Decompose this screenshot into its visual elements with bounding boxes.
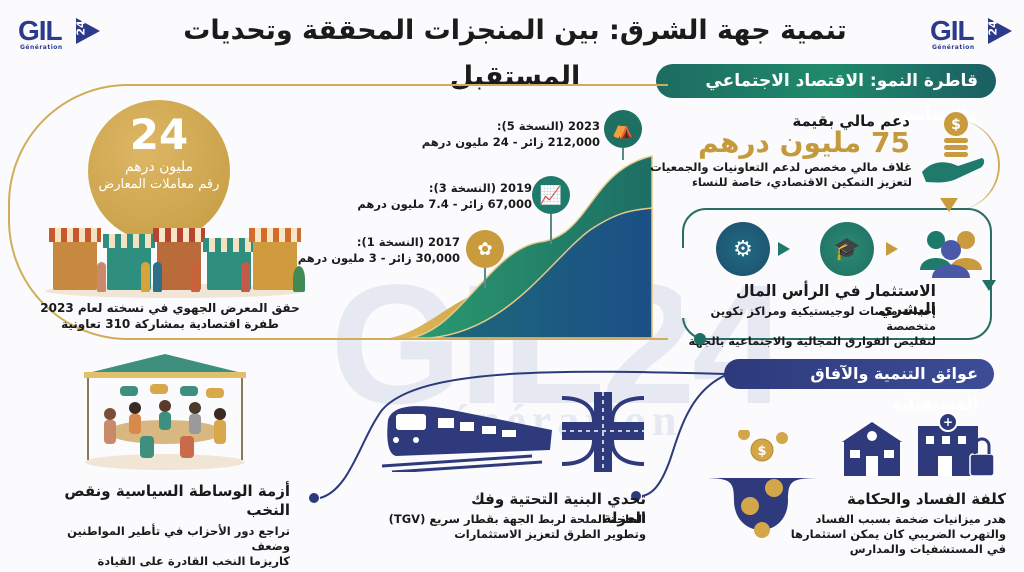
navy-connector-curves <box>309 370 729 503</box>
person-icon <box>241 262 250 292</box>
arrow-right-icon <box>886 242 898 256</box>
political-desc-line1: تراجع دور الأحزاب في تأطير المواطنين وضع… <box>67 524 290 553</box>
svg-text:$: $ <box>951 117 961 133</box>
network-gear-icon: ⚙ <box>716 222 770 276</box>
funding-description: غلاف مالي مخصص لدعم التعاونيات والجمعيات… <box>650 160 912 190</box>
fair-revenue-circle: 24 مليون درهم رقم معاملات المعارض <box>88 100 230 242</box>
milestone-2017: 2017 (النسخة 1): 30,000 زائر - 3 مليون د… <box>297 234 460 266</box>
milestone-stem <box>550 214 552 244</box>
teal-arrow-down-icon <box>982 280 996 291</box>
corruption-description: هدر ميزانيات ضخمة بسبب الفساد والتهرب ال… <box>770 512 1006 557</box>
section-pill-growth: قاطرة النمو: الاقتصاد الاجتماعي والتضامن… <box>656 64 996 125</box>
stall-icon <box>249 228 301 290</box>
human-capital-description: إحداث منصات لوجيستيكية ومراكز تكوين متخص… <box>680 304 936 349</box>
fair-caption-line1: حقق المعرض الجهوي في نسخته لعام 2023 <box>40 301 300 315</box>
arrow-right-icon <box>778 242 790 256</box>
funding-desc-line2: لتعزيز التمكين الاقتصادي، خاصة للنساء <box>691 175 912 189</box>
logo-left: GIL 24 Génération <box>14 16 114 52</box>
play-icon <box>76 18 100 44</box>
hc-desc-line2: لتقليص الفوارق المجالية والاجتماعية بالج… <box>688 334 936 348</box>
growth-chart-icon: 📈 <box>532 176 570 214</box>
corruption-title: كلفة الفساد والحكامة <box>847 490 1006 508</box>
political-mediation-description: تراجع دور الأحزاب في تأطير المواطنين وضع… <box>40 524 290 569</box>
fair-revenue-value: 24 <box>129 110 189 159</box>
road-interchange-icon <box>562 392 644 472</box>
logo-badge: 24 <box>74 20 88 36</box>
gold-frame <box>8 84 668 340</box>
train-icon <box>382 406 552 472</box>
stall-icon <box>203 238 255 290</box>
corruption-desc-line1: هدر ميزانيات ضخمة بسبب الفساد <box>815 512 1006 526</box>
section-pill-challenges: عوائق التنمية والآفاق المستقبلية <box>724 359 994 413</box>
milestone-title: 2019 (النسخة 3): <box>428 181 532 195</box>
page-title: تنمية جهة الشرق: بين المنجزات المحققة وت… <box>183 15 847 92</box>
plant-icon <box>293 266 305 292</box>
infrastructure-desc-line1: الحاجة الملحة لربط الجهة بقطار سريع (TGV… <box>388 512 646 526</box>
svg-text:+: + <box>943 415 953 429</box>
milestone-2023: 2023 (النسخة 5): 212,000 زائر - 24 مليون… <box>421 118 600 150</box>
fair-caption: حقق المعرض الجهوي في نسخته لعام 2023 طفر… <box>40 300 300 332</box>
svg-text:$: $ <box>757 444 766 459</box>
person-icon <box>141 262 150 292</box>
person-icon <box>191 262 200 292</box>
fair-revenue-unit: مليون درهم <box>124 159 194 175</box>
logo-sub: Génération <box>932 44 975 51</box>
logo-badge: 24 <box>986 20 1000 36</box>
milestone-title: 2017 (النسخة 1): <box>356 235 460 249</box>
infrastructure-title: تحدي البنية التحتية وفك العزلة <box>471 490 646 527</box>
logo-text: GIL <box>18 15 63 46</box>
political-desc-line2: كاريزما النخب القادرة على القيادة <box>97 554 290 568</box>
person-icon <box>153 262 162 292</box>
funding-desc-line1: غلاف مالي مخصص لدعم التعاونيات والجمعيات <box>650 160 912 174</box>
milestone-title: 2023 (النسخة 5): <box>496 119 600 133</box>
funding-amount: 75 مليون درهم <box>698 126 910 159</box>
logo-sub: Génération <box>20 44 63 51</box>
infrastructure-description: الحاجة الملحة لربط الجهة بقطار سريع (TGV… <box>380 512 646 542</box>
hc-desc-line1: إحداث منصات لوجيستيكية ومراكز تكوين متخص… <box>710 304 936 333</box>
gold-connector-arc <box>940 120 1000 210</box>
stall-icon <box>49 228 101 290</box>
gold-arrow-down-icon <box>940 198 958 212</box>
fair-caption-line2: طفرة اقتصادية بمشاركة 310 تعاونية <box>61 317 279 331</box>
political-title-line1: أزمة الوساطة السياسية ونقص <box>64 482 290 500</box>
logo-text: GIL <box>930 15 975 46</box>
school-hospital-icon: + <box>842 412 995 477</box>
milestone-detail: 30,000 زائر - 3 مليون درهم <box>297 251 460 265</box>
person-icon <box>97 262 106 292</box>
market-stalls-illustration <box>45 206 305 298</box>
growth-curve-chart <box>390 155 662 340</box>
training-teacher-icon: 🎓 <box>820 222 874 276</box>
plant-hand-icon: ✿ <box>466 230 504 268</box>
corruption-desc-line3: في المستشفيات والمدارس <box>849 542 1006 556</box>
political-mediation-title: أزمة الوساطة السياسية ونقص النخب <box>60 482 290 520</box>
fair-revenue-label: رقم معاملات المعارض <box>98 177 220 192</box>
milestone-detail: 67,000 زائر - 7.4 مليون درهم <box>357 197 532 211</box>
coins-hand-icon: $ <box>922 112 985 183</box>
funding-title: دعم مالي بقيمة <box>792 112 910 130</box>
market-stall-icon: ⛺ <box>604 110 642 148</box>
human-capital-title: الاستثمار في الرأس المال البشري <box>735 282 936 318</box>
loop-end-dot <box>694 333 706 345</box>
people-group-icon <box>920 231 982 278</box>
milestone-stem <box>484 268 486 288</box>
logo-right: GIL 24 Génération <box>926 16 1024 52</box>
discussion-tent-illustration <box>84 354 246 470</box>
money-funnel-icon: $ <box>700 430 822 538</box>
political-title-line2: النخب <box>246 501 290 519</box>
milestone-detail: 212,000 زائر - 24 مليون درهم <box>421 135 600 149</box>
infrastructure-desc-line2: وتطوير الطرق لتعزيز الاستثمارات <box>454 527 646 541</box>
milestone-2019: 2019 (النسخة 3): 67,000 زائر - 7.4 مليون… <box>357 180 532 212</box>
milestone-stem <box>622 148 624 160</box>
play-icon <box>988 18 1012 44</box>
corruption-desc-line2: والتهرب الضريبي كان يمكن استثمارها <box>790 527 1006 541</box>
loop-gap <box>681 248 701 318</box>
